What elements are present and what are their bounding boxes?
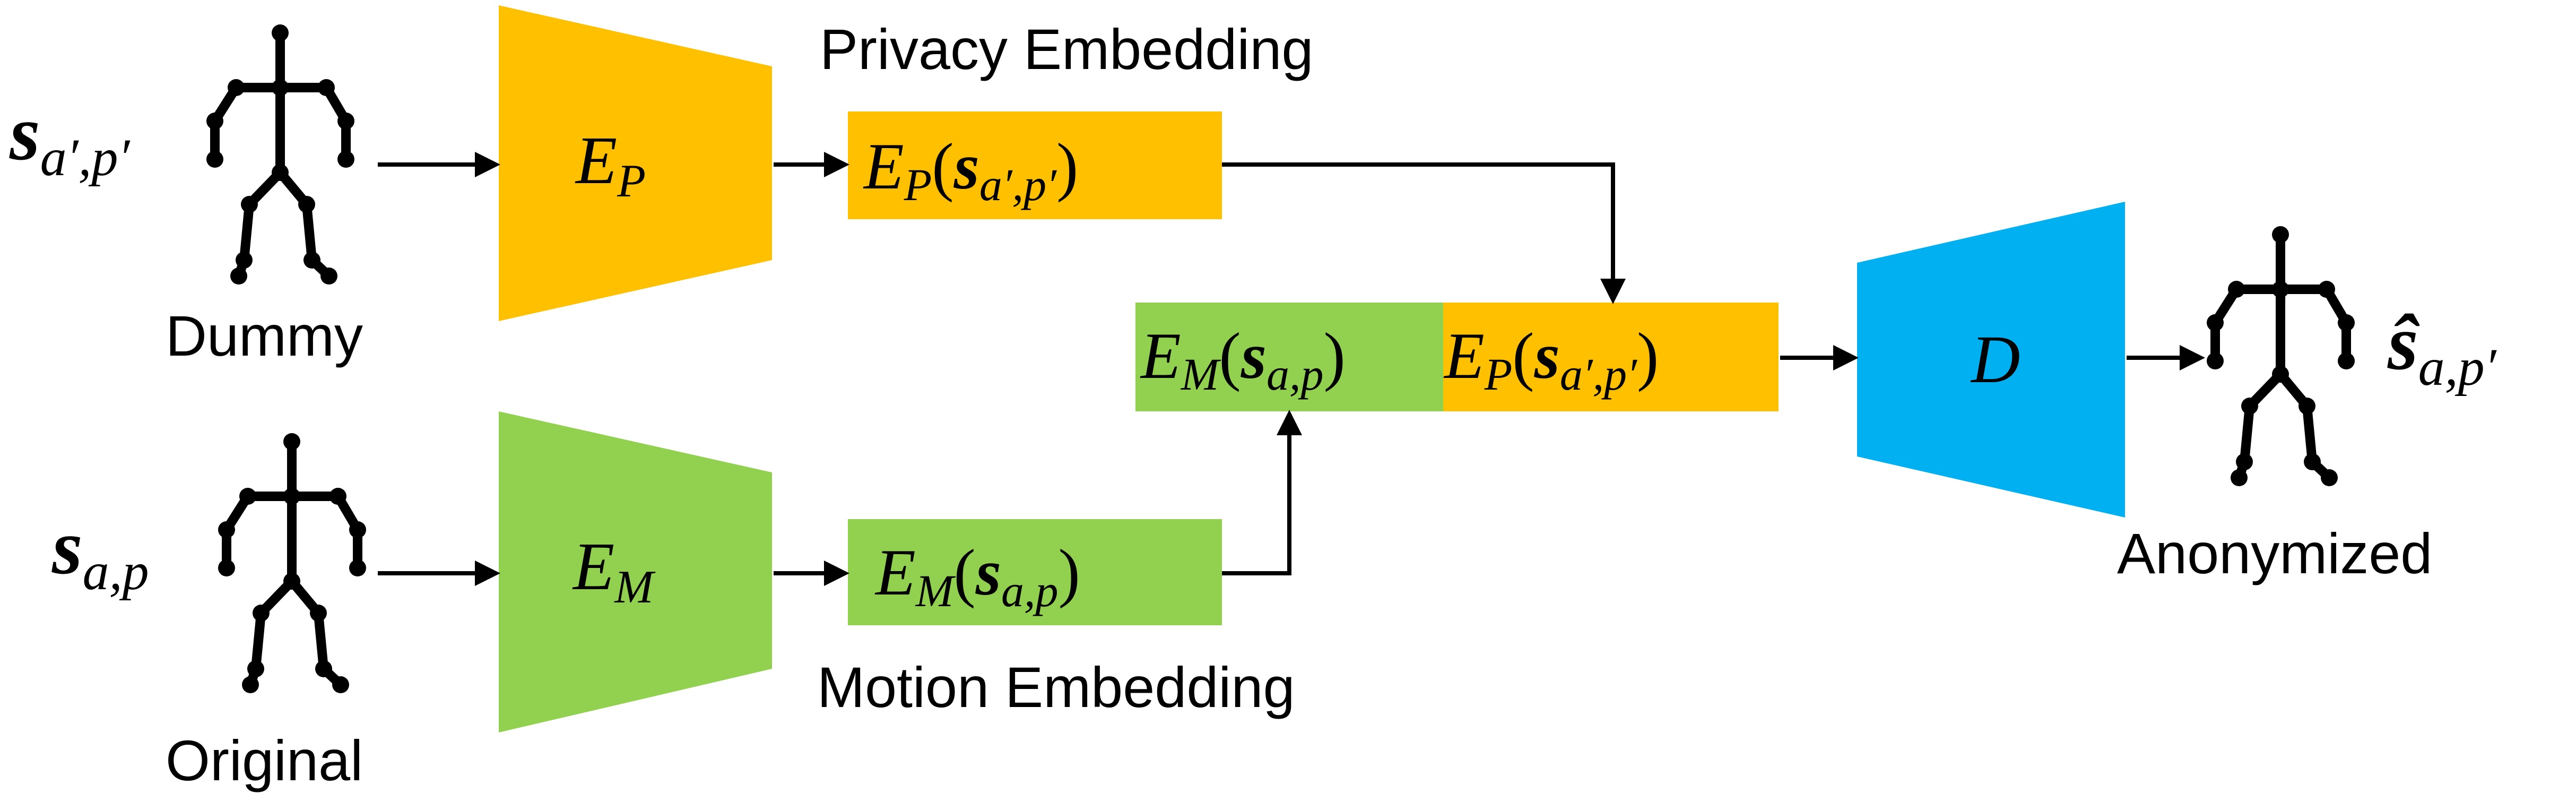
- arrow-motion-to-concat: [1222, 410, 1302, 575]
- privacy-encoder-block: [499, 5, 772, 321]
- motion-encoder-symbol: EM: [572, 529, 656, 613]
- motion-encoder-block: [499, 411, 772, 732]
- motion-embedding-label: Motion Embedding: [817, 655, 1295, 719]
- dummy-input-symbol: sa′,p′: [9, 90, 131, 187]
- privacy-embedding-box: [848, 111, 1222, 219]
- decoder-symbol: D: [1970, 322, 2020, 397]
- decoder-block: [1857, 202, 2125, 518]
- concat-privacy-expr: EP(sa′,p′): [1443, 320, 1659, 400]
- anonymized-label: Anonymized: [2117, 521, 2432, 585]
- concat-motion-expr: EM(sa,p): [1140, 320, 1346, 400]
- output-symbol: ŝa,p′: [2387, 299, 2497, 397]
- dummy-label: Dummy: [166, 304, 363, 368]
- dummy-skeleton-icon: [206, 24, 354, 285]
- motion-embedding-expr: EM(sa,p): [874, 536, 1080, 616]
- original-skeleton-icon: [218, 433, 366, 693]
- privacy-embedding-expr: EP(sa′,p′): [863, 130, 1078, 210]
- anonymized-skeleton-icon: [2207, 226, 2355, 486]
- arrow-privacy-to-concat: [1222, 162, 1626, 304]
- original-label: Original: [166, 728, 363, 792]
- concat-privacy-box: [1443, 303, 1779, 411]
- privacy-embedding-label: Privacy Embedding: [820, 17, 1313, 81]
- motion-embedding-box: [848, 519, 1222, 625]
- concat-motion-box: [1135, 303, 1443, 411]
- original-input-symbol: sa,p: [51, 504, 149, 601]
- privacy-encoder-symbol: EP: [575, 123, 646, 207]
